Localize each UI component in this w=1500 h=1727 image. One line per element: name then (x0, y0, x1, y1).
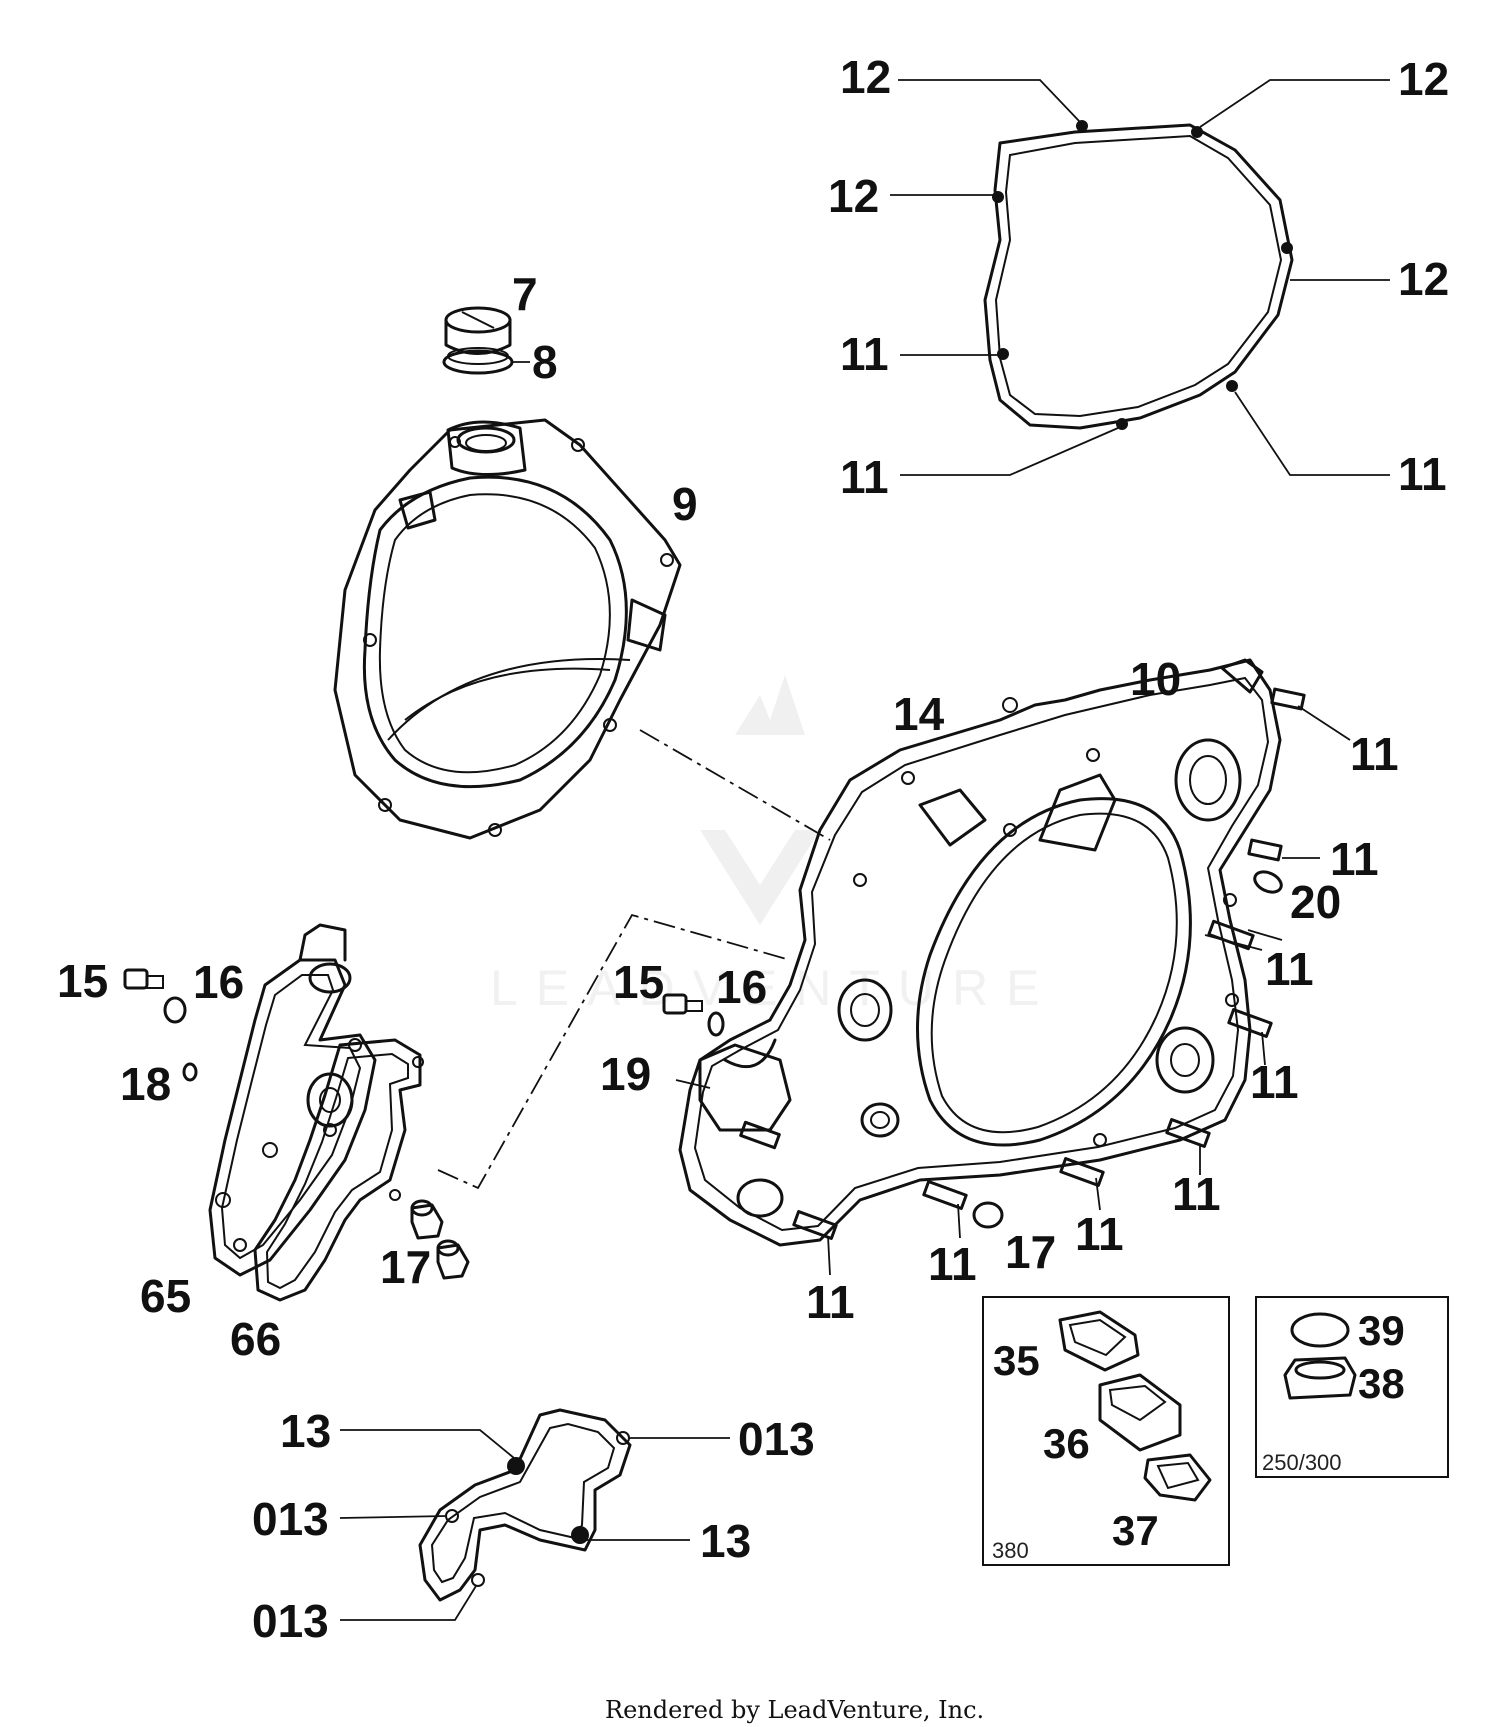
gasket-hole-12d (1281, 242, 1293, 254)
label-11g: 11 (1250, 1056, 1299, 1108)
label-013c: 013 (252, 1595, 329, 1647)
label-11e: 11 (1330, 833, 1379, 885)
inset-variant-label-380: 380 (992, 1538, 1029, 1563)
label-9: 9 (672, 478, 698, 530)
label-11k: 11 (806, 1276, 855, 1328)
assembly-line-lower (437, 913, 791, 1190)
label-8: 8 (532, 336, 558, 388)
label-11a: 11 (840, 328, 889, 380)
label-7: 7 (512, 268, 538, 320)
drain-plug-right (662, 993, 725, 1037)
watermark-v-icon (700, 830, 820, 925)
gasket-hole-12a (1076, 120, 1088, 132)
gasket-hole-12b (1191, 126, 1203, 138)
sleeves-17-left (410, 1199, 470, 1280)
label-66: 66 (230, 1313, 281, 1365)
label-12d: 12 (1398, 253, 1449, 305)
label-13a: 13 (280, 1405, 331, 1457)
label-20: 20 (1290, 876, 1341, 928)
label-12c: 12 (828, 170, 879, 222)
label-013a: 013 (738, 1413, 815, 1465)
inset-250-300-box: 250/300 (1255, 1296, 1449, 1478)
label-12a: 12 (840, 51, 891, 103)
label-11i: 11 (1075, 1208, 1124, 1260)
water-pump-cover-seal (418, 1408, 632, 1602)
oil-filler-plug (442, 306, 514, 375)
label-10: 10 (1130, 653, 1181, 705)
plug-38 (1283, 1356, 1357, 1400)
watermark-flame-icon (735, 675, 805, 735)
label-38: 38 (1358, 1360, 1405, 1407)
label-15a: 15 (57, 955, 108, 1007)
label-11f: 11 (1265, 943, 1314, 995)
leadventure-watermark: LEADVENTURE (490, 675, 1058, 1016)
footer-credit: Rendered by LeadVenture, Inc. (605, 1696, 984, 1724)
label-11d: 11 (1350, 728, 1399, 780)
o-ring-39 (1290, 1312, 1350, 1348)
label-11j: 11 (928, 1238, 977, 1290)
label-14: 14 (893, 688, 945, 740)
water-pump-cover (208, 923, 377, 1277)
label-11c: 11 (1398, 448, 1447, 500)
label-11h: 11 (1172, 1168, 1221, 1220)
label-65: 65 (140, 1270, 191, 1322)
inset-380-box: 380 (982, 1296, 1230, 1566)
seal-leader-lines (339, 1429, 730, 1621)
seal-hole-13b (571, 1526, 589, 1544)
gasket-hole-12c (992, 191, 1004, 203)
gasket-hole-11b (1116, 418, 1128, 430)
outer-clutch-cover (333, 418, 682, 840)
sleeve-17b (972, 1201, 1004, 1229)
label-17a: 17 (380, 1241, 431, 1293)
assembly-line-upper (639, 729, 831, 841)
o-ring-18 (182, 1062, 198, 1082)
label-15b: 15 (613, 956, 664, 1008)
seal-hole-13a (507, 1457, 525, 1475)
label-17b: 17 (1005, 1226, 1056, 1278)
label-39: 39 (1358, 1307, 1405, 1354)
label-36: 36 (1043, 1420, 1090, 1467)
clutch-cover-gasket (983, 120, 1294, 430)
label-37: 37 (1112, 1507, 1159, 1554)
water-pump-gasket (253, 1038, 424, 1302)
label-11b: 11 (840, 451, 889, 503)
clutch-cover-housing (678, 658, 1282, 1247)
callout-labels: 12 12 12 12 11 11 11 7 8 9 10 14 11 11 2… (57, 51, 1449, 1647)
gasket-leader-lines (890, 79, 1390, 476)
label-16b: 16 (716, 961, 767, 1013)
gasket-hole-11c (1226, 380, 1238, 392)
label-35: 35 (993, 1337, 1040, 1384)
label-16a: 16 (193, 956, 244, 1008)
inset-variant-label-250-300: 250/300 (1262, 1450, 1342, 1475)
housing-leader-lines (675, 705, 1351, 1276)
drain-plug-left (123, 968, 198, 1082)
dowel-pin-20 (1253, 870, 1283, 894)
label-19: 19 (600, 1048, 651, 1100)
label-18: 18 (120, 1058, 171, 1110)
watermark-text: LEADVENTURE (490, 960, 1058, 1016)
gasket-hole-11a (997, 348, 1009, 360)
label-13b: 13 (700, 1515, 751, 1567)
label-013b: 013 (252, 1493, 329, 1545)
seal-hole-013c (471, 1573, 485, 1587)
housing-studs (739, 687, 1306, 1240)
label-12b: 12 (1398, 53, 1449, 105)
